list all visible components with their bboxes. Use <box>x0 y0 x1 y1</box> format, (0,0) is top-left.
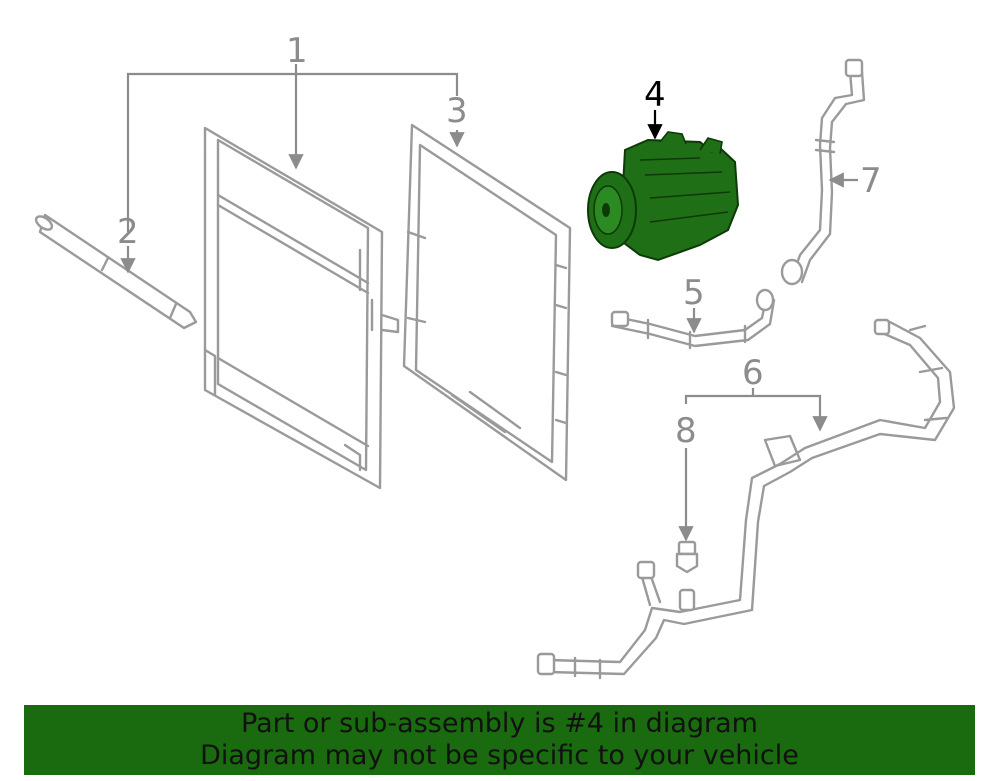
banner-line-1: Part or sub-assembly is #4 in diagram <box>241 708 758 739</box>
part-1-condenser[interactable] <box>203 126 400 490</box>
leader-1-3 <box>126 72 459 232</box>
callout-2: 2 <box>117 212 139 252</box>
banner-line-2: Diagram may not be specific to your vehi… <box>200 740 799 771</box>
part-7-hose[interactable] <box>780 58 866 286</box>
info-banner: Part or sub-assembly is #4 in diagram Di… <box>24 705 975 775</box>
part-3-radiator-frame[interactable] <box>402 123 572 482</box>
callout-7: 7 <box>860 161 882 201</box>
callout-1: 1 <box>286 31 308 71</box>
part-4-ac-compressor[interactable] <box>587 131 740 262</box>
callout-3: 3 <box>446 91 468 131</box>
part-6-line-assembly[interactable] <box>536 318 956 680</box>
parts-diagram: 1 2 3 4 5 6 7 8 <box>34 31 956 680</box>
part-8-pressure-switch[interactable] <box>675 540 699 574</box>
callout-6: 6 <box>742 353 764 393</box>
callout-4: 4 <box>644 75 666 115</box>
part-5-hose[interactable] <box>610 288 776 350</box>
part-2-receiver-drier[interactable] <box>34 213 198 330</box>
callout-8: 8 <box>675 411 697 451</box>
callout-5: 5 <box>683 273 705 313</box>
leader-6 <box>684 388 820 430</box>
